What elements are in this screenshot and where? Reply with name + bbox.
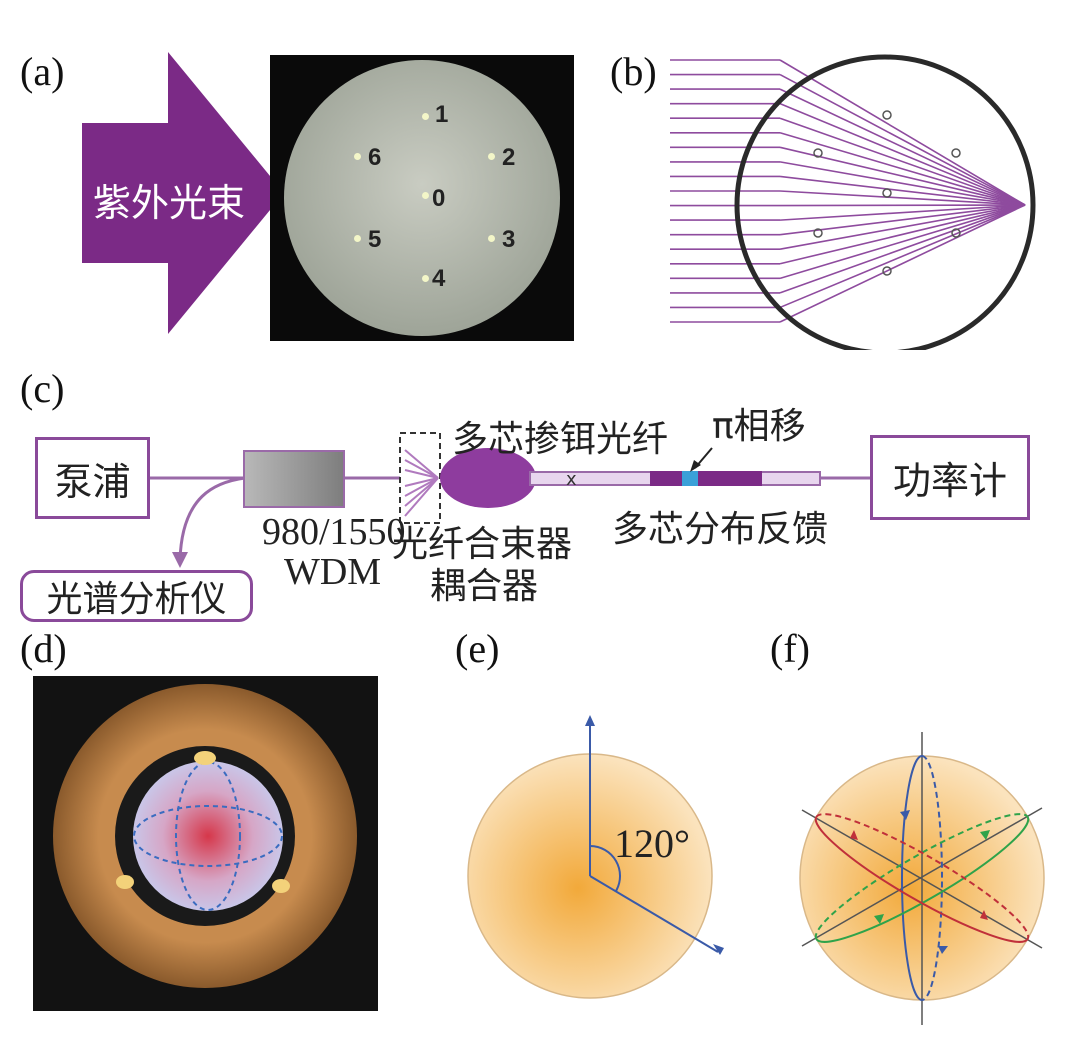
core-marker-5 [354, 235, 361, 242]
ray-focused [779, 161, 1026, 206]
power-meter-box: 功率计 [870, 435, 1030, 520]
osa-box: 光谱分析仪 [20, 570, 253, 622]
core-marker-1 [422, 113, 429, 120]
core-label-6: 6 [368, 144, 382, 171]
core-label-5: 5 [368, 226, 382, 253]
ray-focused [779, 73, 1026, 206]
panel-e-label: (e) [455, 626, 500, 671]
ray-focused [779, 190, 1026, 206]
combiner-label-line2: 耦合器 [430, 566, 539, 607]
mode-rotation-diagram [799, 732, 1045, 1025]
wdm-label-line2: WDM [284, 551, 382, 593]
ray-focused [779, 102, 1026, 206]
setup-diagram: x [150, 432, 870, 568]
core-label-4: 4 [432, 265, 446, 292]
ray-focused [779, 117, 1026, 206]
ray-focused [779, 204, 1026, 323]
polarization-angle-diagram [467, 715, 724, 999]
osa-label: 光谱分析仪 [46, 579, 227, 620]
core-label-1: 1 [435, 101, 449, 128]
combiner-label-line1: 光纤合束器 [392, 524, 573, 565]
focusing-ray-diagram [670, 54, 1036, 350]
fiber-end-photo: 1 6 2 0 5 3 4 [270, 55, 574, 341]
pump-box: 泵浦 [35, 437, 150, 519]
ray-focused [779, 204, 1026, 280]
core-marker-3 [488, 235, 495, 242]
ray-focused [779, 146, 1026, 206]
core-label-2: 2 [502, 144, 516, 171]
ray-focused [779, 204, 1026, 221]
ray-focused [779, 132, 1026, 206]
wdm-box [243, 450, 345, 508]
fiber-cross-section-photo [33, 676, 378, 1011]
panel-b-label: (b) [610, 49, 657, 94]
core-label-3: 3 [502, 226, 516, 253]
phase-shift-label: π相移 [712, 406, 806, 447]
core-marker-4 [422, 275, 429, 282]
ray-focused [779, 204, 1026, 207]
ray-focused [779, 204, 1026, 265]
ray-focused [779, 204, 1026, 294]
wdm-label-line1: 980/1550 [262, 511, 406, 553]
ray-focused [779, 204, 1026, 309]
svg-text:x: x [566, 469, 577, 490]
uv-beam-label: 紫外光束 [93, 181, 246, 225]
ray-focused [779, 204, 1026, 251]
panel-f-label: (f) [770, 626, 810, 671]
ray-focused [779, 175, 1026, 206]
power-meter-label: 功率计 [892, 459, 1007, 503]
core-marker-2 [488, 153, 495, 160]
core-marker-6 [354, 153, 361, 160]
mcdfb-label: 多芯分布反馈 [612, 509, 829, 550]
ray-focused [779, 88, 1026, 206]
panel-a-label: (a) [20, 49, 65, 94]
uv-beam-arrow [82, 52, 284, 334]
core-label-0: 0 [432, 185, 446, 212]
core-marker-0 [422, 192, 429, 199]
angle-label: 120° [614, 821, 690, 866]
pump-label: 泵浦 [54, 459, 131, 504]
panel-c-label: (c) [20, 366, 65, 411]
ray-focused [779, 59, 1026, 206]
fiber-label: 多芯掺铒光纤 [452, 419, 669, 460]
panel-d-label: (d) [20, 626, 67, 671]
